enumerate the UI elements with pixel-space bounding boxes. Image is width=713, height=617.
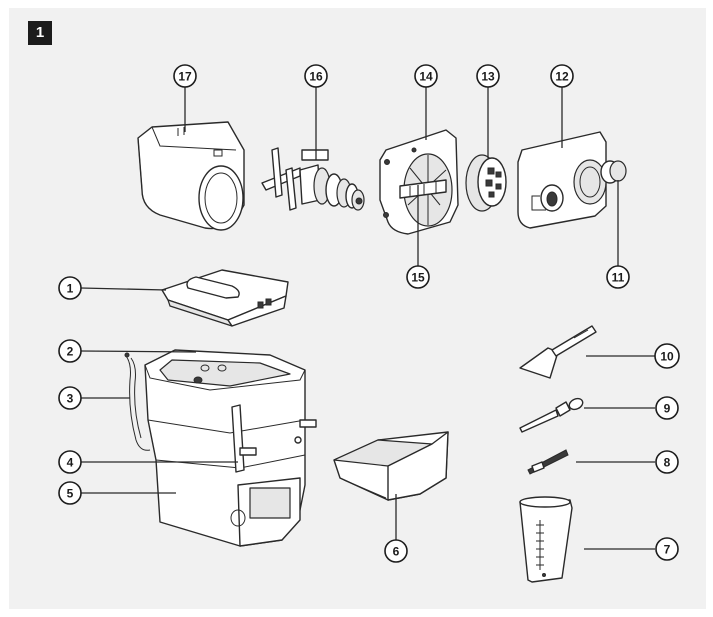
part-2-power-switch [193,364,227,384]
part-5-main-body [144,349,306,547]
callout-6: 6 [384,539,408,563]
svg-text:11: 11 [612,271,625,285]
callout-11: 11 [606,265,630,289]
callout-10: 10 [654,343,680,369]
part-13-filter-brush [465,154,507,212]
callout-12: 12 [550,64,574,88]
svg-text:3: 3 [67,392,74,406]
callout-13: 13 [476,64,500,88]
svg-text:14: 14 [419,70,433,84]
callout-7: 7 [655,537,679,561]
callout-15: 15 [406,265,430,289]
svg-text:1: 1 [67,282,74,296]
leader-lines [80,87,655,550]
callout-2: 2 [58,339,82,363]
part-8-cleaning-pen [527,449,569,475]
callout-1: 1 [58,276,82,300]
callout-14: 14 [414,64,438,88]
svg-text:8: 8 [664,456,671,470]
part-1-lid [161,269,289,327]
part-12-front-cover [517,131,607,229]
svg-text:16: 16 [309,70,323,84]
part-11-locking-knob [600,160,627,184]
svg-text:6: 6 [393,545,400,559]
callout-8: 8 [655,450,679,474]
part-15-blade [399,179,447,199]
part-10-scraper [519,325,597,379]
callout-4: 4 [58,450,82,474]
callout-17: 17 [173,64,197,88]
callout-9: 9 [655,396,679,420]
svg-text:5: 5 [67,487,74,501]
figure-number-badge: 1 [28,21,52,45]
part-3-power-cord [124,352,151,451]
part-9-dropper [519,397,584,433]
svg-text:17: 17 [178,70,192,84]
svg-text:15: 15 [411,271,425,285]
svg-text:13: 13 [481,70,495,84]
svg-text:4: 4 [67,456,74,470]
callout-5: 5 [58,481,82,505]
callout-16: 16 [304,64,328,88]
part-16-auger [261,147,365,211]
part-7-measuring-cup [519,496,573,583]
svg-text:9: 9 [664,402,671,416]
part-4-body-latch [231,404,317,473]
figure-panel [9,8,706,609]
svg-text:2: 2 [67,345,74,359]
callout-3: 3 [58,386,82,410]
part-17-hopper [137,121,245,231]
svg-text:10: 10 [660,350,674,364]
svg-text:12: 12 [555,70,569,84]
part-6-pulp-tray [333,431,449,501]
svg-text:7: 7 [664,543,671,557]
